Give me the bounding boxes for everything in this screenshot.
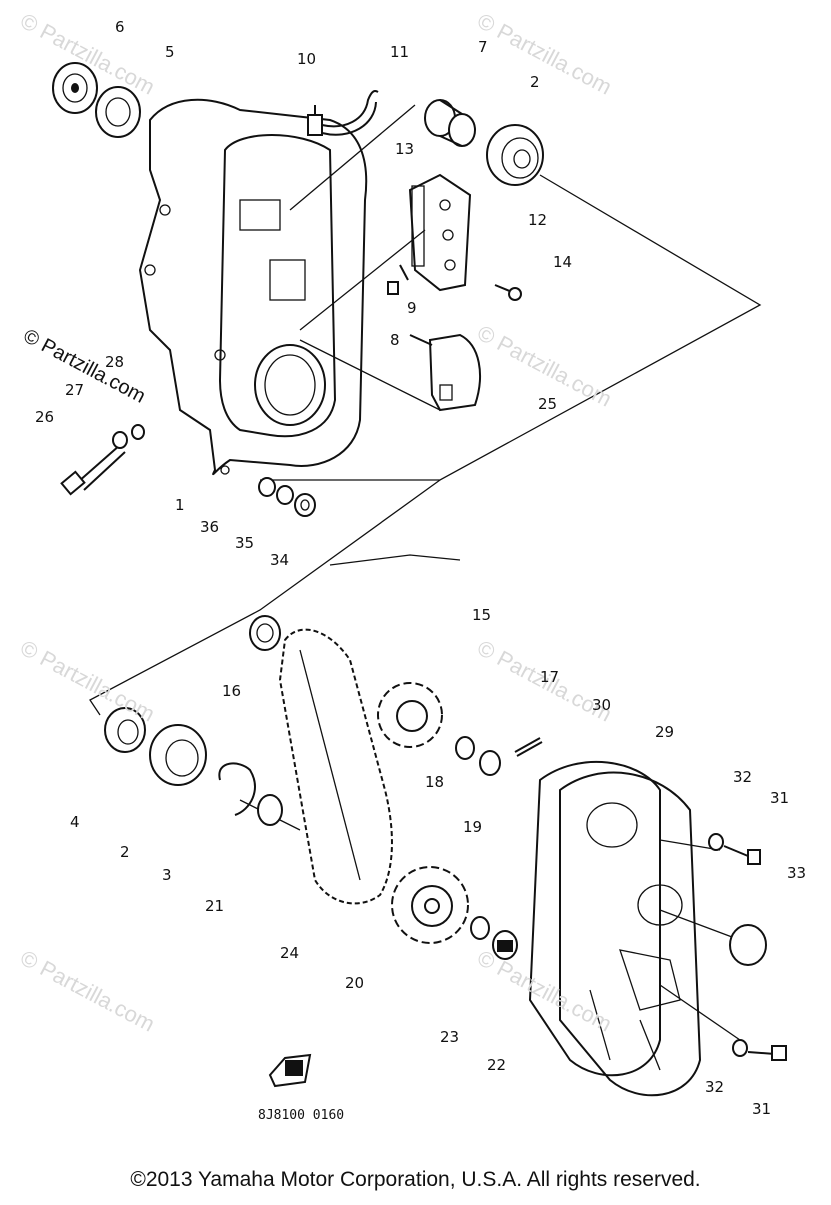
bolt-14 (494, 284, 522, 301)
diagram-code: 8J8100 0160 (258, 1108, 345, 1123)
callout-2-upper: 2 (530, 73, 540, 91)
callout-25: 25 (538, 395, 558, 413)
washer-35 (276, 485, 294, 505)
callout-34: 34 (270, 551, 290, 569)
callout-36: 36 (200, 518, 220, 536)
callout-4: 4 (70, 813, 80, 831)
callout-30: 30 (592, 696, 612, 714)
callout-15: 15 (472, 606, 492, 624)
callout-26: 26 (35, 408, 55, 426)
seal-16 (249, 615, 281, 651)
callout-24: 24 (280, 944, 300, 962)
leader-lines (89, 104, 762, 1041)
collar-7 (424, 99, 476, 147)
diagram-logo-mark (268, 1053, 312, 1088)
nut-22 (492, 930, 518, 960)
bearing-2-upper (486, 124, 544, 186)
callout-13: 13 (395, 140, 415, 158)
pin-8 (387, 281, 399, 295)
callout-35: 35 (235, 534, 255, 552)
callout-12: 12 (528, 211, 548, 229)
cover-29 (559, 771, 702, 1097)
callout-5: 5 (165, 43, 175, 61)
callout-28: 28 (105, 353, 125, 371)
callout-31-upper: 31 (770, 789, 790, 807)
circlip-3 (218, 762, 256, 816)
callout-19: 19 (463, 818, 483, 836)
washer-27 (112, 431, 128, 449)
callout-21: 21 (205, 897, 225, 915)
callout-29: 29 (655, 723, 675, 741)
sprocket-15 (377, 682, 443, 748)
callout-20: 20 (345, 974, 365, 992)
callout-1: 1 (175, 496, 185, 514)
callout-14: 14 (553, 253, 573, 271)
washer-36 (258, 477, 276, 497)
callout-23: 23 (440, 1028, 460, 1046)
tensioner-25 (409, 333, 481, 412)
callout-32-upper: 32 (733, 768, 753, 786)
shim-13 (411, 185, 425, 267)
chain-24 (278, 628, 393, 905)
callout-11: 11 (390, 43, 410, 61)
callout-3: 3 (162, 866, 172, 884)
washer-28 (131, 424, 145, 440)
bolt-26 (60, 444, 126, 496)
pin-17 (514, 737, 543, 757)
callout-27: 27 (65, 381, 85, 399)
collar-21 (257, 794, 283, 826)
bearing-5 (95, 86, 141, 138)
washer-18 (455, 736, 475, 760)
callout-33: 33 (787, 864, 807, 882)
washer-32-lower (732, 1039, 748, 1057)
callout-16: 16 (222, 682, 242, 700)
callout-31-lower: 31 (752, 1100, 772, 1118)
washer-23 (470, 916, 490, 940)
callout-8: 8 (390, 331, 400, 349)
bolt-31-upper (723, 845, 761, 865)
bearing-6 (52, 62, 98, 114)
nut-34 (294, 493, 316, 517)
callout-2-lower: 2 (120, 843, 130, 861)
gasket-30 (528, 760, 661, 1077)
callout-22: 22 (487, 1056, 507, 1074)
bearing-2-lower (149, 724, 207, 786)
cap-33 (729, 924, 767, 966)
pin-9 (399, 264, 409, 281)
tensioner-plate-12 (408, 173, 472, 292)
callout-17: 17 (540, 668, 560, 686)
callout-7: 7 (478, 38, 488, 56)
callout-10: 10 (297, 50, 317, 68)
callout-6: 6 (115, 18, 125, 36)
seal-4 (104, 707, 146, 753)
breather-fitting-10 (307, 105, 323, 136)
copyright-notice: ©2013 Yamaha Motor Corporation, U.S.A. A… (130, 1168, 701, 1191)
breather-hose-11 (321, 90, 379, 136)
nut-19 (479, 750, 501, 776)
bolt-31-lower (747, 1045, 787, 1061)
callout-32-lower: 32 (705, 1078, 725, 1096)
callout-9: 9 (407, 299, 417, 317)
washer-32-upper (708, 833, 724, 851)
chaincase-housing (138, 98, 368, 476)
callout-18: 18 (425, 773, 445, 791)
sprocket-20 (391, 866, 469, 944)
